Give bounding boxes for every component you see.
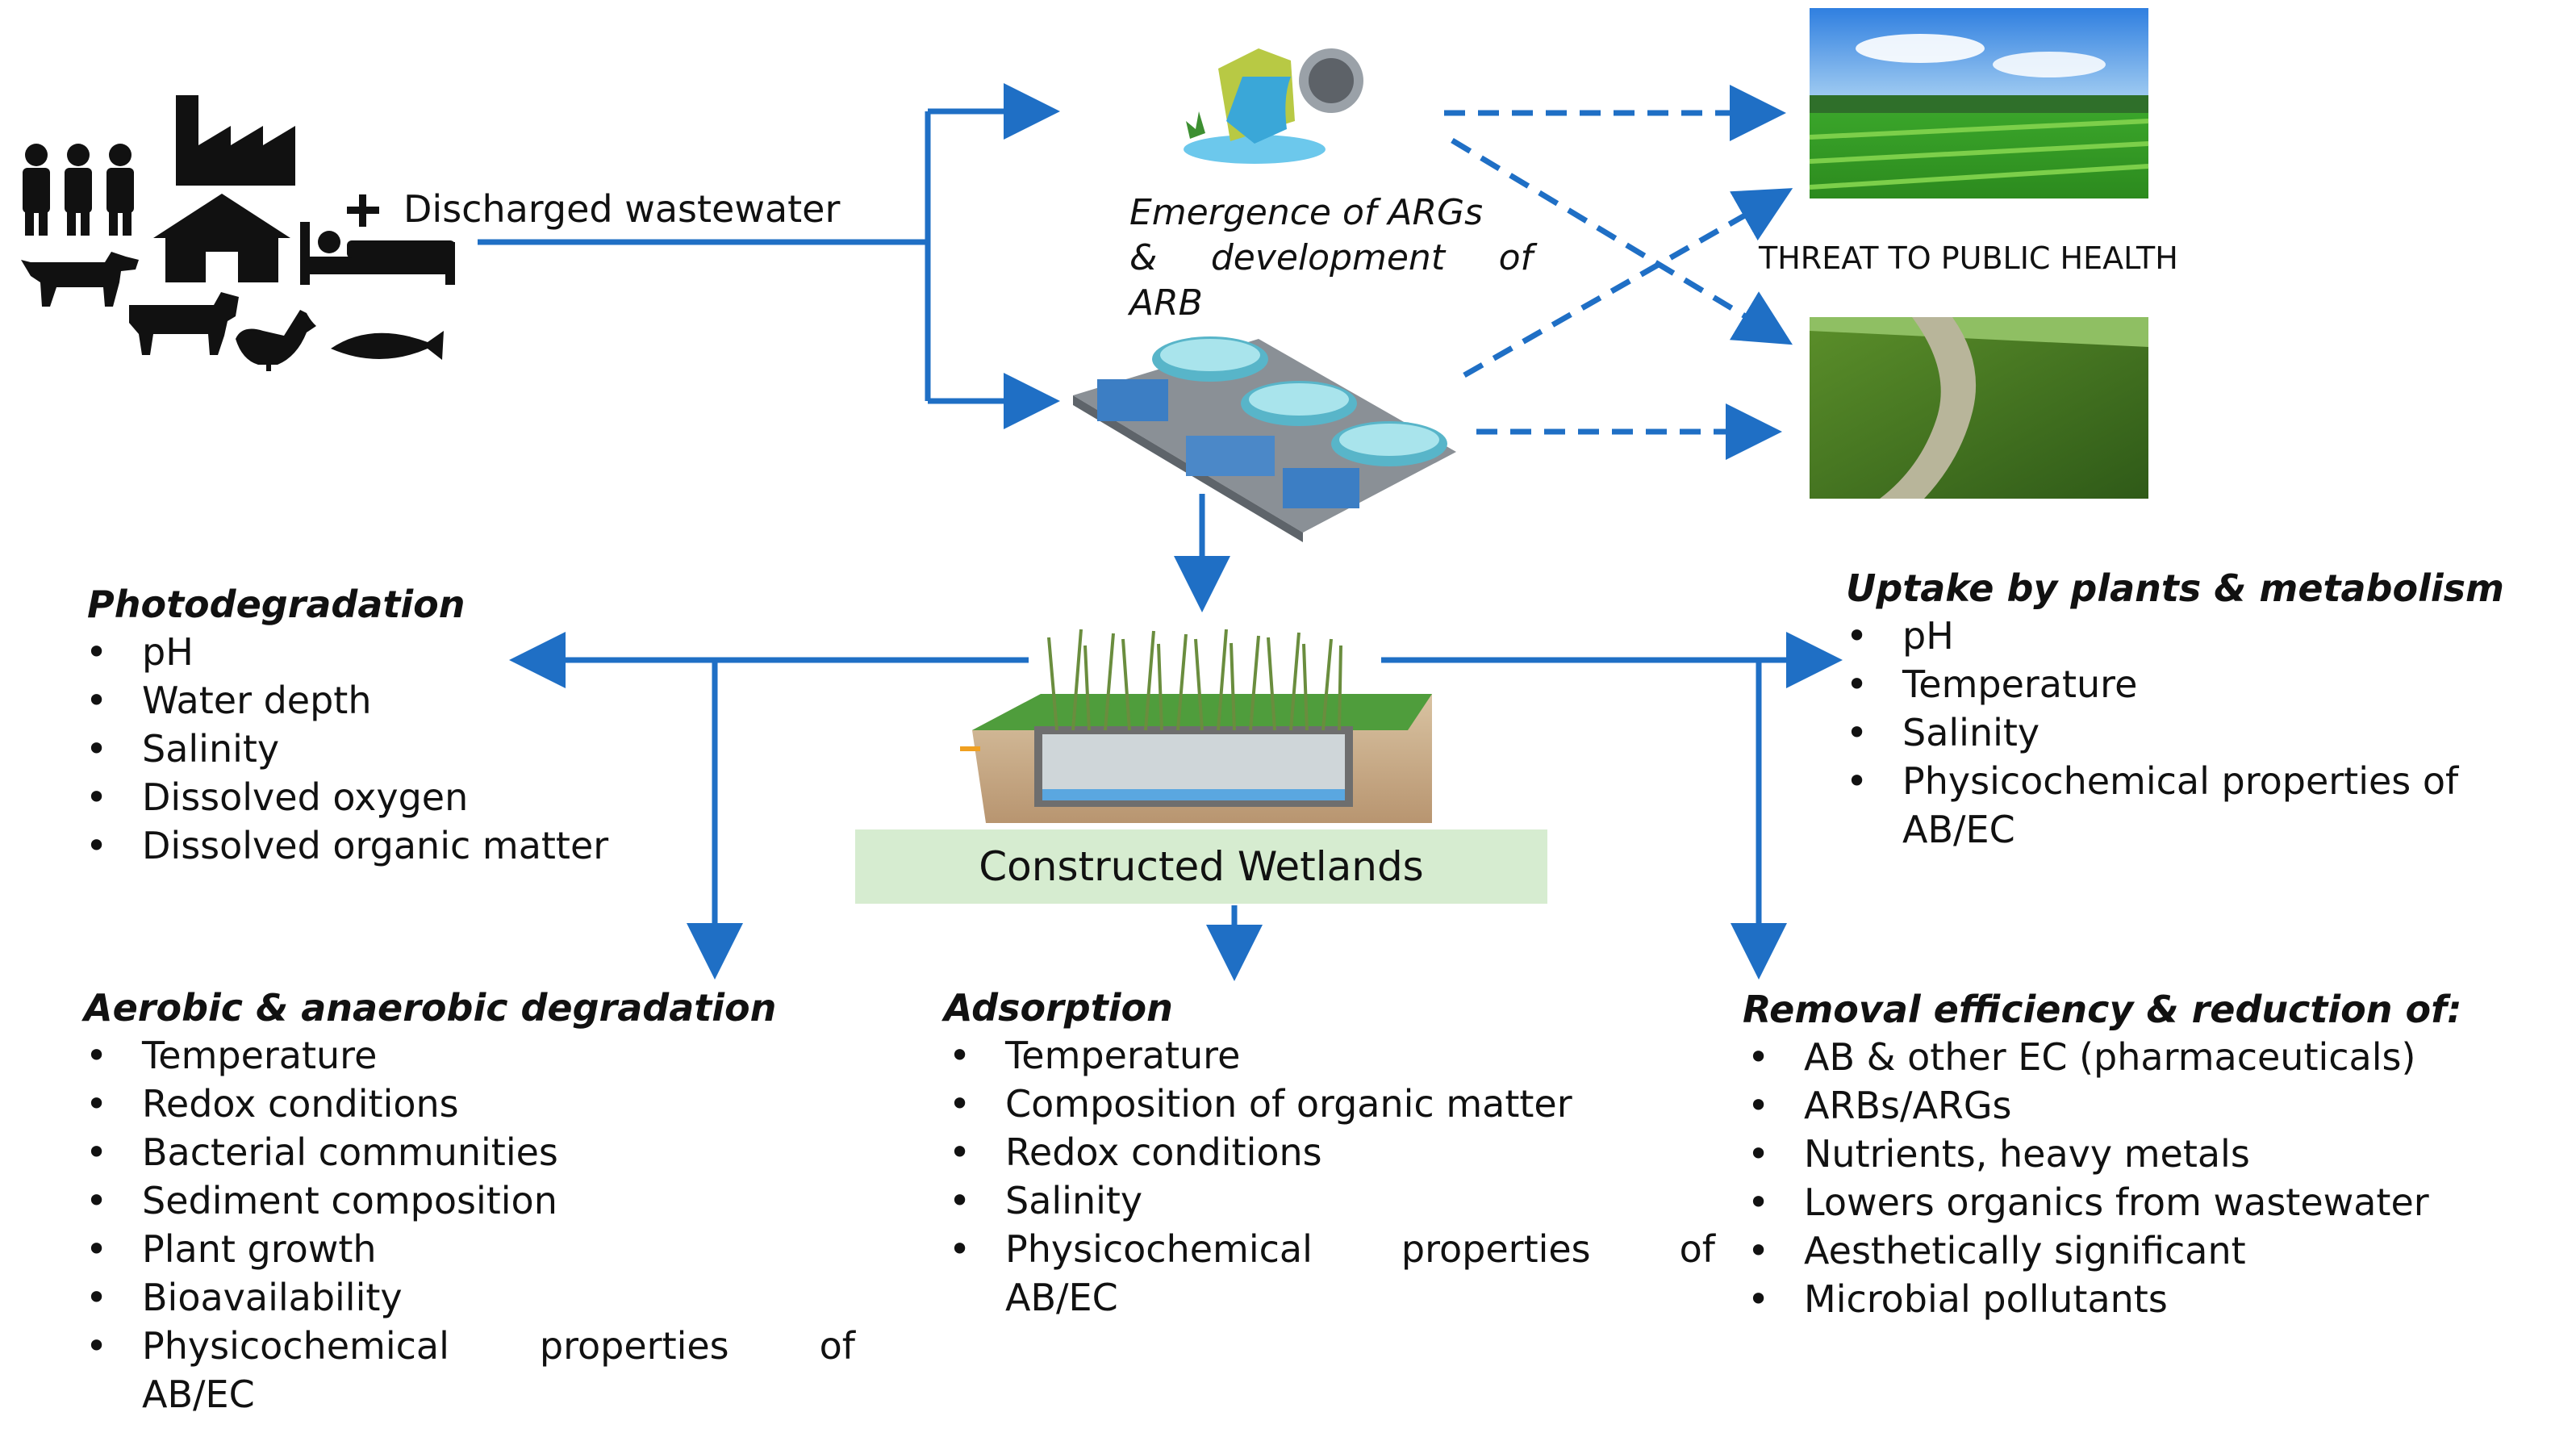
list-item-word: Physicochemical <box>1005 1227 1313 1271</box>
list-item: Dissolved oxygen <box>81 773 608 821</box>
list-item: Redox conditions <box>944 1128 1715 1176</box>
uptake-title: Uptake by plants & metabolism <box>1846 566 2504 610</box>
discharged-wastewater-label: Discharged wastewater <box>403 187 841 231</box>
removal-list: AB & other EC (pharmaceuticals) ARBs/ARG… <box>1743 1033 2429 1323</box>
list-item: Temperature <box>944 1031 1715 1080</box>
list-item: Composition of organic matter <box>944 1080 1715 1128</box>
river-image <box>1810 317 2148 499</box>
list-item: Salinity <box>944 1176 1715 1225</box>
photodegradation-title: Photodegradation <box>87 583 466 626</box>
list-item: AB & other EC (pharmaceuticals) <box>1743 1033 2429 1081</box>
photodegradation-list: pH Water depth Salinity Dissolved oxygen… <box>81 628 608 870</box>
list-item-word: properties <box>1401 1227 1591 1271</box>
adsorption-list: Temperature Composition of organic matte… <box>944 1031 1715 1322</box>
list-item: Lowers organics from wastewater <box>1743 1178 2429 1226</box>
farmland-image <box>1809 8 2149 198</box>
emergence-line-3: ARB <box>1129 282 1203 324</box>
emergence-word: of <box>1498 237 1533 278</box>
list-item: Water depth <box>81 676 608 725</box>
emergence-line-1: Emergence of ARGs <box>1129 192 1484 233</box>
list-item-word: of <box>819 1324 855 1368</box>
threat-label: THREAT TO PUBLIC HEALTH <box>1759 240 2178 276</box>
constructed-wetlands-label: Constructed Wetlands <box>855 829 1547 904</box>
list-item-word: of <box>1679 1227 1715 1271</box>
list-item: pH <box>81 628 608 676</box>
house-icon <box>153 194 290 282</box>
threat-arrows <box>1444 85 1793 460</box>
list-item: pH <box>1841 612 2567 660</box>
emergence-word: & <box>1129 237 1158 278</box>
list-item: Bacterial communities <box>81 1128 855 1176</box>
adsorption-title: Adsorption <box>944 986 1173 1030</box>
list-item-word: Physicochemical <box>142 1324 449 1368</box>
list-item: Nutrients, heavy metals <box>1743 1130 2429 1178</box>
emergence-text: Emergence of ARGs & development of ARB <box>1129 190 1533 326</box>
uptake-list: pH Temperature Salinity Physicochemical … <box>1841 612 2567 854</box>
list-item: Salinity <box>1841 708 2567 757</box>
list-item: Physicochemical properties of AB/EC <box>81 1322 855 1419</box>
list-item: Salinity <box>81 725 608 773</box>
list-item: Microbial pollutants <box>1743 1275 2429 1323</box>
emergence-word: development <box>1210 237 1446 278</box>
list-item: Plant growth <box>81 1225 855 1273</box>
list-item: Sediment composition <box>81 1176 855 1225</box>
removal-title: Removal efficiency & reduction of: <box>1743 988 2462 1031</box>
aerobic-title: Aerobic & anaerobic degradation <box>84 986 777 1030</box>
discharge-arrows <box>478 83 1060 429</box>
duck-icon <box>236 310 316 371</box>
dog-icon <box>21 252 139 307</box>
list-item: ARBs/ARGs <box>1743 1081 2429 1130</box>
list-item-line: Physicochemical properties of <box>142 1322 855 1370</box>
list-item: Physicochemical properties of AB/EC <box>1841 757 2567 854</box>
list-item-word: properties <box>539 1324 729 1368</box>
people-icon <box>23 144 134 236</box>
aerobic-list: Temperature Redox conditions Bacterial c… <box>81 1031 855 1419</box>
list-item-line: AB/EC <box>1005 1276 1118 1319</box>
wetland-arrows <box>509 494 1843 981</box>
list-item: Bioavailability <box>81 1273 855 1322</box>
emergence-line-2: & development of <box>1129 236 1533 281</box>
fish-icon <box>331 331 444 360</box>
list-item: Temperature <box>81 1031 855 1080</box>
list-item-line: AB/EC <box>142 1373 255 1416</box>
list-item: Dissolved organic matter <box>81 821 608 870</box>
list-item: Aesthetically significant <box>1743 1226 2429 1275</box>
factory-icon <box>176 95 295 186</box>
hospital-bed-icon <box>300 194 455 285</box>
list-item: Redox conditions <box>81 1080 855 1128</box>
list-item-line: Physicochemical properties of <box>1005 1225 1715 1273</box>
list-item: Temperature <box>1841 660 2567 708</box>
list-item: Physicochemical properties of AB/EC <box>944 1225 1715 1322</box>
treatment-plant-icon <box>1073 336 1456 542</box>
outfall-pipe-icon <box>1184 48 1363 164</box>
cow-icon <box>129 292 239 355</box>
constructed-wetland-image <box>960 629 1432 823</box>
